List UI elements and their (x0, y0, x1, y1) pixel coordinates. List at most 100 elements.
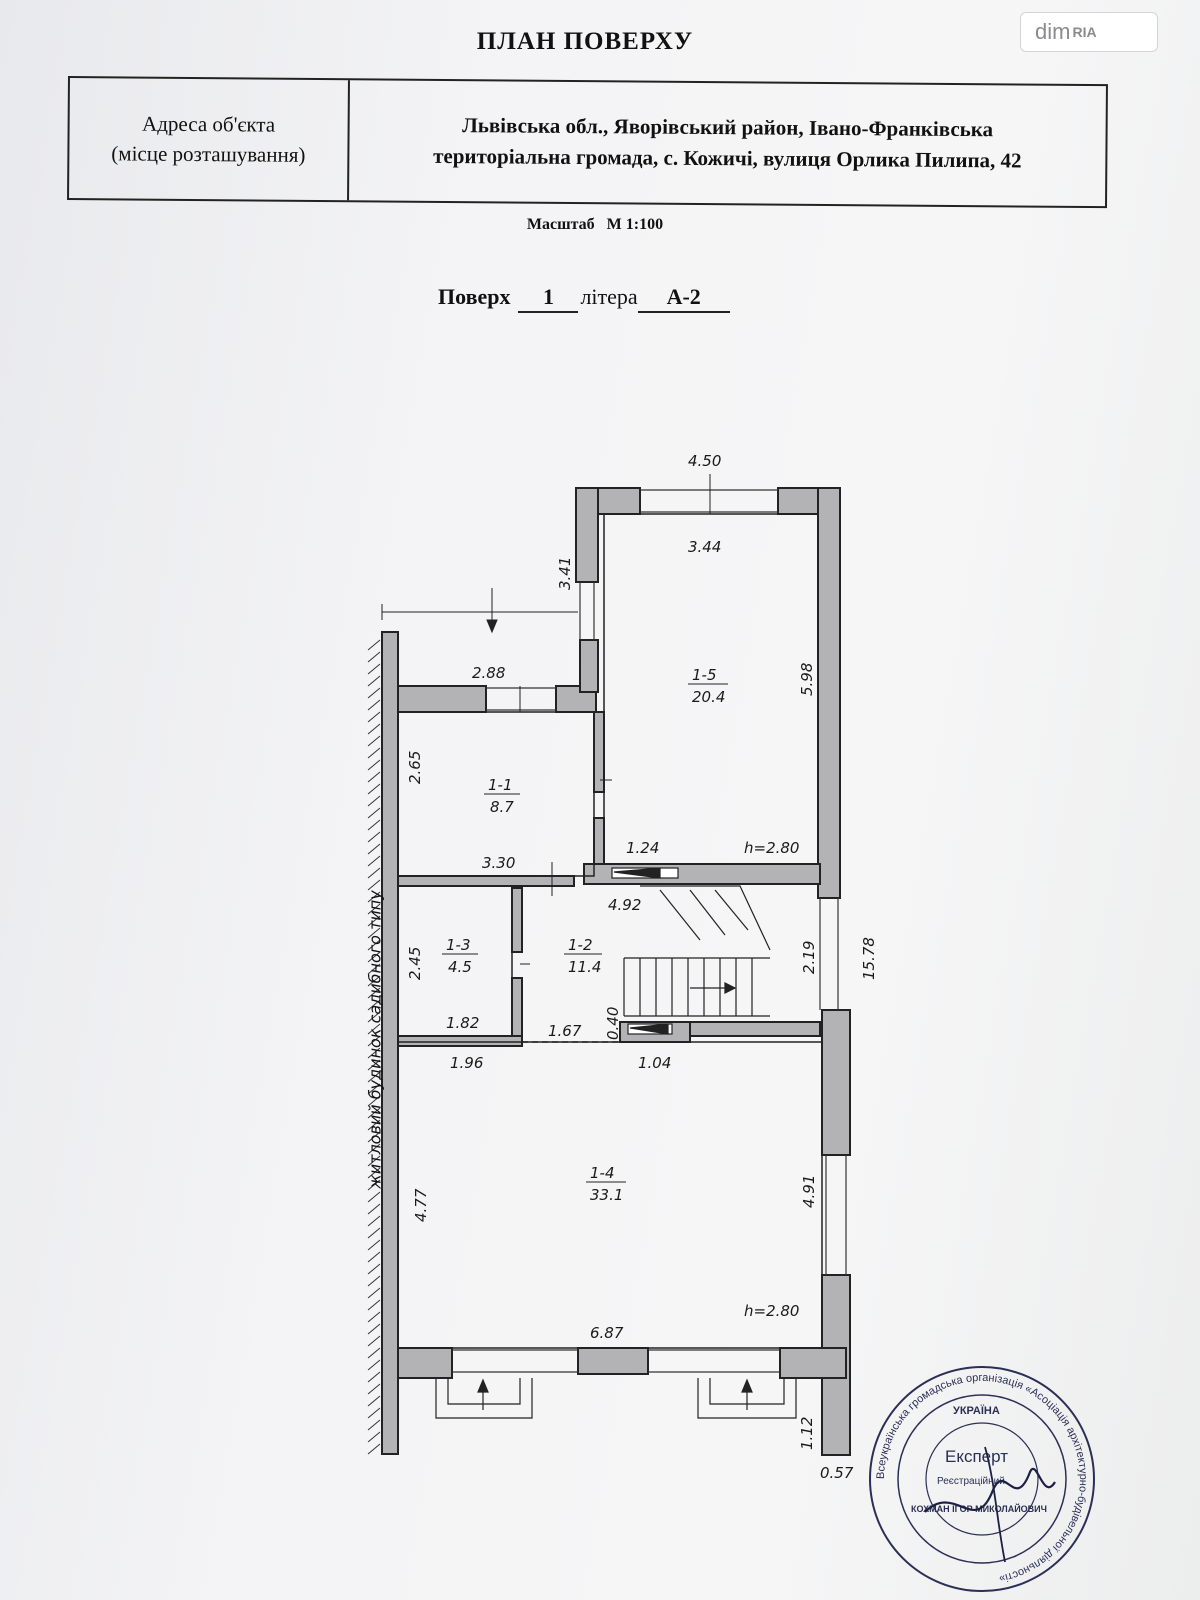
hatch-mark (367, 1263, 381, 1275)
room-1-3-label: 1-3 4.5 (442, 936, 478, 976)
dimension-lines (381, 474, 711, 965)
floor-number: 1 (518, 284, 579, 313)
hatch-mark (367, 687, 381, 699)
dim-1-82: 1.82 (446, 1014, 479, 1032)
hatch-mark (367, 1323, 381, 1335)
dim-1-96: 1.96 (450, 1054, 483, 1072)
dim-2-45: 2.45 (406, 947, 424, 980)
stamp-center-label: Експерт (945, 1447, 1008, 1466)
hatch-mark (367, 999, 381, 1011)
neighbour-building-label: житловий будинок садибного типу (365, 890, 385, 1189)
room-1-1-label: 1-1 8.7 (484, 776, 520, 816)
room-1-4-label: 1-4 33.1 (586, 1164, 626, 1204)
dim-1-67: 1.67 (548, 1022, 582, 1040)
hatch-mark (367, 891, 381, 903)
room-outlines (397, 513, 823, 1349)
floor-letter-label: літера (580, 284, 638, 309)
hatch-mark (367, 1395, 381, 1407)
dim-1-12: 1.12 (798, 1417, 816, 1450)
dim-4-91: 4.91 (800, 1175, 818, 1208)
room-1-5-id: 1-5 (692, 666, 717, 684)
entrance-steps (435, 1378, 797, 1419)
hatch-mark (367, 1419, 381, 1431)
dimension-labels: 4.50 3.44 3.41 2.88 5.98 2.65 1.24 h=2.8… (406, 452, 878, 1482)
hatch-mark (367, 639, 381, 651)
hatch-mark (367, 1119, 381, 1131)
dim-6-87: 6.87 (590, 1324, 624, 1342)
hatch-mark (367, 927, 381, 939)
room-1-3-area: 4.5 (448, 958, 472, 976)
hatch-mark (367, 1203, 381, 1215)
signature (924, 1468, 1056, 1513)
hatch-mark (367, 1047, 381, 1059)
hatch-mark (367, 1251, 381, 1263)
hatch-mark (367, 807, 381, 819)
dim-1-24: 1.24 (626, 839, 659, 857)
page-title: ПЛАН ПОВЕРХУ (476, 28, 694, 55)
hatch-mark (367, 879, 381, 891)
expert-stamp: Всеукраїнська громадська організація «Ас… (869, 1366, 1095, 1592)
floor-line: Поверх 1 літера А-2 (438, 284, 730, 313)
hatch-mark (367, 1131, 381, 1143)
hatch-mark (367, 987, 381, 999)
dim-2-88: 2.88 (472, 664, 505, 682)
hatch-mark (367, 1239, 381, 1251)
hatch-mark (367, 939, 381, 951)
hatch-mark (367, 1143, 381, 1155)
signature-stroke (984, 1446, 1006, 1563)
height-lower: h=2.80 (744, 1302, 799, 1320)
dim-4-50: 4.50 (688, 452, 721, 470)
hatch-mark (367, 867, 381, 879)
hatch-mark (367, 651, 381, 663)
room-1-2-label: 1-2 11.4 (564, 936, 602, 976)
hatch-mark (367, 843, 381, 855)
hatch-mark (367, 1383, 381, 1395)
hatch-mark (367, 1035, 381, 1047)
hatch-mark (367, 963, 381, 975)
hatch-mark (367, 747, 381, 759)
hatch-mark (367, 1275, 381, 1287)
hatch-mark (367, 1347, 381, 1359)
hatch-mark (367, 1431, 381, 1443)
dim-3-30: 3.30 (482, 854, 515, 872)
hatch-mark (367, 1107, 381, 1119)
hatch-mark (367, 759, 381, 771)
dim-2-19: 2.19 (800, 941, 818, 974)
stamp-reg-label: Реєстраційний (937, 1476, 1005, 1487)
hatch-mark (367, 1095, 381, 1107)
hatch-mark (367, 1191, 381, 1203)
hatch-mark (367, 951, 381, 963)
room-1-4-area: 33.1 (590, 1186, 623, 1204)
hatch-mark (367, 1287, 381, 1299)
dim-3-44: 3.44 (688, 538, 721, 556)
walls (381, 487, 851, 1456)
watermark-brand: dim (1035, 19, 1071, 44)
room-1-1-id: 1-1 (488, 776, 513, 794)
dim-0-40: 0.40 (604, 1007, 622, 1040)
dim-ria-watermark: dim RIA (1020, 12, 1158, 52)
stamp-country: УКРАЇНА (953, 1404, 1000, 1417)
hatch-mark (367, 1335, 381, 1347)
hatch-mark (367, 819, 381, 831)
hatch-mark (367, 1371, 381, 1383)
room-1-5-area: 20.4 (692, 688, 725, 706)
room-1-3-id: 1-3 (446, 936, 471, 954)
dim-5-98: 5.98 (798, 663, 816, 696)
hatch-mark (367, 1359, 381, 1371)
hatch-mark (367, 1227, 381, 1239)
hatch-mark (367, 1059, 381, 1071)
hatch-mark (367, 1311, 381, 1323)
hatch-mark (367, 975, 381, 987)
room-1-2-area: 11.4 (568, 958, 601, 976)
room-1-2-id: 1-2 (568, 936, 593, 954)
hatch-mark (367, 795, 381, 807)
hatch-mark (367, 1407, 381, 1419)
hatch-mark (367, 1155, 381, 1167)
hatch-mark (367, 675, 381, 687)
room-1-5-label: 1-5 20.4 (688, 666, 728, 706)
dim-3-41: 3.41 (556, 557, 574, 590)
dim-4-77: 4.77 (412, 1188, 430, 1222)
dim-4-92: 4.92 (608, 896, 641, 914)
